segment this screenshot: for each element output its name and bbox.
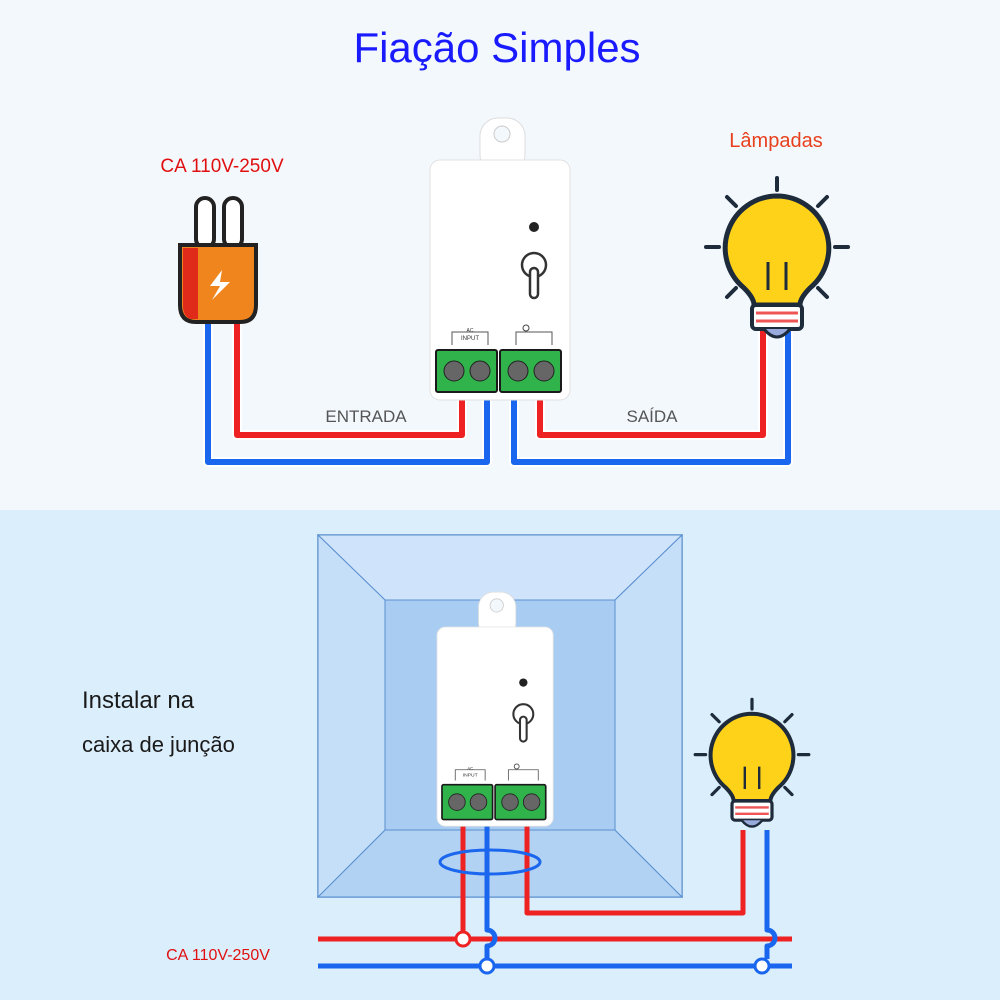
install-text-line2: caixa de junção [82,732,235,757]
page-title: Fiação Simples [353,24,640,71]
input-terminal-label: INPUT [461,336,479,342]
light-bulb-icon [704,176,850,339]
install-text-line1: Instalar na [82,687,195,714]
bottom-wires [318,818,792,975]
power-label-bottom: CA 110V-250V [166,947,270,964]
relay-module-bottom: INPUT AC [435,591,555,828]
power-label: CA 110V-250V [160,156,284,177]
top-wires [203,315,793,467]
lamp-label: Lâmpadas [729,130,822,152]
input-terminal-label: INPUT [463,772,478,778]
svg-text:AC: AC [467,328,474,334]
power-plug-icon [178,196,258,324]
light-bulb-icon [693,697,811,828]
relay-module-top: INPUT AC [428,116,572,402]
output-label: SAÍDA [626,407,678,426]
input-label: ENTRADA [325,407,407,426]
svg-text:AC: AC [467,766,473,771]
